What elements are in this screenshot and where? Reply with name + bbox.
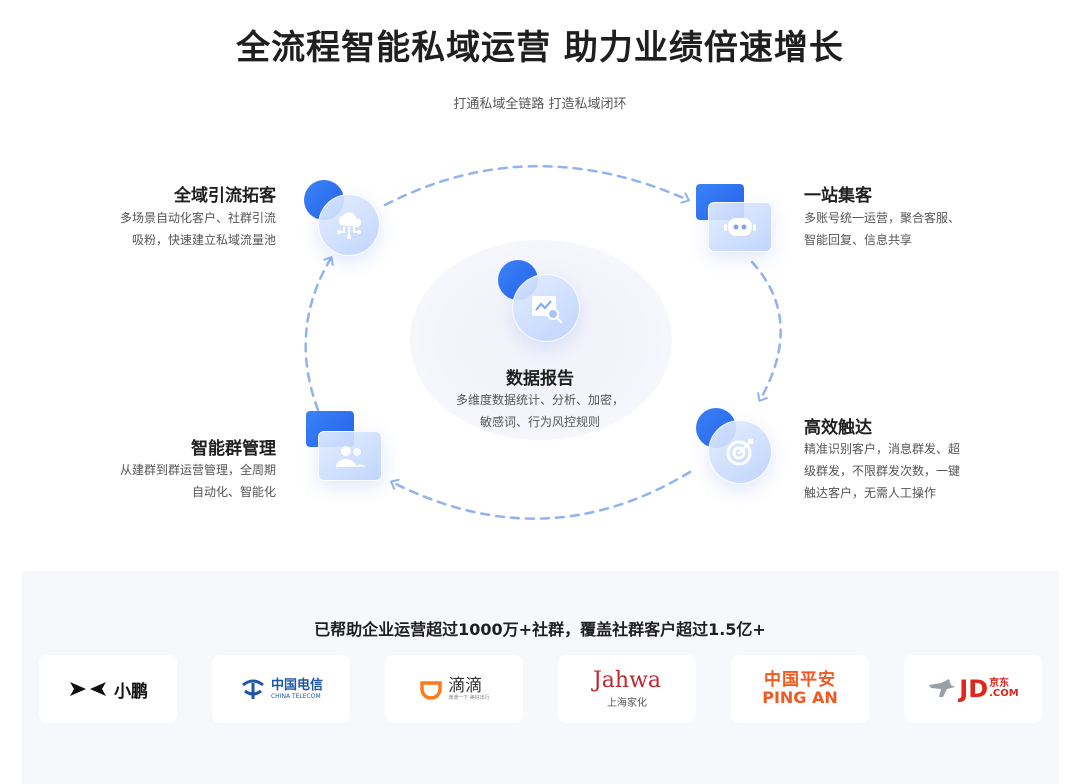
clients-panel (22, 571, 1059, 784)
users-icon (318, 431, 382, 481)
xpeng-mark-icon (70, 682, 106, 696)
group-description: 从建群到群运营管理，全周期 自动化、智能化 (119, 463, 276, 499)
telecom-mark-icon (242, 679, 264, 699)
traffic-title: 全域引流拓客 (174, 186, 276, 206)
jd-logo-domain: .COM (989, 688, 1019, 699)
logo-pingan: 中国平安 PING AN (731, 655, 869, 723)
jd-dog-icon (929, 679, 956, 697)
flow-arrow-bottom (390, 470, 692, 520)
pingan-logo-subtext: PING AN (762, 687, 838, 707)
page-title: 全流程智能私域运营 助力业绩倍速增长 (236, 28, 844, 68)
flow-arrow-left (304, 256, 334, 412)
reach-title: 高效触达 (804, 418, 872, 438)
jd-logo-text: JD (959, 675, 989, 703)
clients-title: 已帮助企业运营超过1000万+社群，覆盖社群客户超过1.5亿+ (314, 620, 766, 639)
report-title: 数据报告 (506, 369, 574, 389)
target-icon (708, 420, 772, 484)
group-icon-group (306, 411, 386, 491)
telecom-logo-text: 中国电信 (270, 677, 323, 693)
didi-mark-icon (420, 681, 442, 700)
reach-icon-group (696, 408, 776, 488)
report-description: 多维度数据统计、分析、加密， 敏感词、行为风控规则 (455, 393, 624, 429)
jahwa-logo-text: Jahwa (592, 667, 662, 693)
didi-logo-subtext: 滴滴一下 美好出行 (448, 694, 490, 701)
cloud-network-icon (318, 194, 380, 256)
xpeng-logo-text: 小鹏 (114, 681, 148, 702)
report-icon-group (498, 260, 580, 342)
gather-title: 一站集客 (804, 186, 872, 206)
group-title: 智能群管理 (191, 439, 276, 459)
gather-icon-group (696, 184, 776, 264)
page-subtitle: 打通私域全链路 打造私域闭环 (453, 97, 627, 112)
traffic-icon-group (304, 180, 384, 260)
jahwa-logo-subtext: 上海家化 (607, 697, 647, 709)
logo-jahwa: Jahwa 上海家化 (558, 655, 696, 723)
gather-description: 多账号统一运营，聚合客服、 智能回复、信息共享 (804, 211, 961, 247)
pingan-logo-text: 中国平安 (764, 669, 836, 690)
didi-logo-text: 滴滴 (448, 675, 483, 696)
flow-arrow-right (750, 260, 782, 402)
reach-description: 精准识别客户，消息群发、超 级群发，不限群发次数，一键 触达客户，无需人工操作 (804, 442, 961, 500)
jd-logo-subtext: 京东 (989, 678, 1010, 689)
chart-search-icon (512, 274, 580, 342)
logo-didi: 滴滴 滴滴一下 美好出行 (385, 655, 523, 723)
logo-china-telecom: 中国电信 CHINA TELECOM (212, 655, 350, 723)
robot-icon (708, 202, 772, 252)
traffic-description: 多场景自动化客户、社群引流 吸粉，快速建立私域流量池 (119, 211, 276, 247)
telecom-logo-subtext: CHINA TELECOM (270, 692, 321, 700)
logo-xpeng: 小鹏 (39, 655, 177, 723)
flow-arrow-top (383, 164, 690, 207)
logo-jd: JD 京东 .COM (904, 655, 1042, 723)
